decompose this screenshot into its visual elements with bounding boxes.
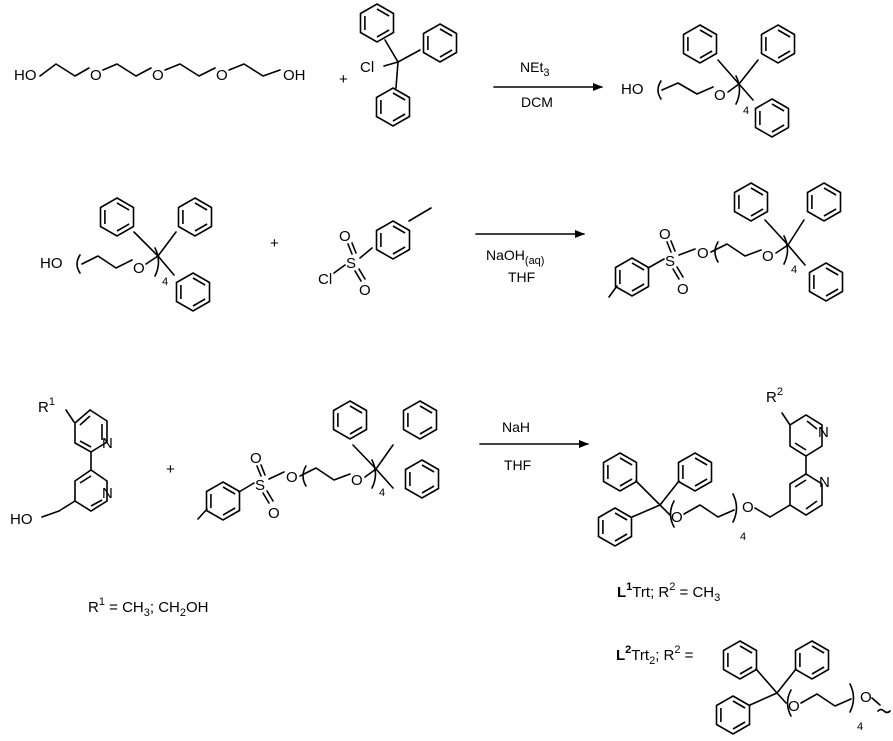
pyridine-n-top-label: N [818,424,829,441]
repeat-n-label: 4 [162,276,168,288]
arrow-3-solvent-label: THF [504,457,531,473]
reaction-arrow-1: NEt3 DCM [493,59,603,110]
pyridine-n-bottom-label: N [819,474,830,491]
arrow-2-reagent-label: NaOH(aq) [486,247,544,267]
oxo-o-top-label: O [339,228,351,245]
repeat-n-label: 4 [857,721,863,733]
cl-label: Cl [360,59,374,76]
ether-o-label: O [351,472,363,489]
cl-label: Cl [318,271,332,288]
oh-right-label: OH [283,67,306,84]
plus-sign-3: + [166,461,175,478]
oxo-o-bottom-label: O [359,282,371,299]
oxo-o-top-label: O [250,450,262,467]
arrow-3-reagent-label: NaH [502,419,530,435]
oxo-o-bottom-label: O [268,505,280,522]
oh-label: HO [621,81,644,98]
ether-o-right-label: O [742,499,754,516]
ether-o-1-label: O [90,67,102,84]
plus-sign-2: + [270,235,279,252]
ether-o-left-label: O [671,509,683,526]
oxo-o-top-label: O [659,226,671,243]
oh-label: HO [40,255,63,272]
pyridine-n-top-label: N [102,435,113,452]
reaction-arrow-2: NaOH(aq) THF [475,230,585,285]
l1-trt-label: L1Trt; R2 = CH3 [617,581,720,604]
oh-left-label: HO [14,67,37,84]
trityl-peg-bipyridine-product: O 4 O N N R2 [597,386,830,547]
repeat-n-label: 4 [791,264,797,276]
ether-o-3-label: O [216,67,228,84]
link-o-label: O [697,245,709,262]
r2-label: R2 [766,386,783,406]
ether-o-label: O [133,260,145,277]
reaction-arrow-3: NaH THF [479,419,589,473]
tosyl-chloride: Cl S O O [318,207,432,299]
pyridine-n-bottom-label: N [102,485,113,502]
ether-o-left-label: O [788,698,800,715]
ether-o-2-label: O [152,67,164,84]
trityl-chloride: Cl [359,3,458,127]
r1-definition: R1 = CH3; CH2OH [88,596,208,619]
arrow-1-solvent-label: DCM [521,94,553,110]
ether-o-label: O [714,87,726,104]
tosylated-trityl-peg-reactant: S O O O O 4 [197,400,440,522]
ether-o-right-label: O [860,689,872,706]
repeat-n-label: 4 [740,531,746,543]
s-label: S [255,477,265,494]
r1-label: R1 [38,396,55,416]
s-label: S [665,253,675,270]
tetraethylene-glycol: HO O O O OH [14,63,306,84]
monotrityl-peg-reactant: HO O 4 [40,197,213,312]
bipyridine-methanol: R1 N N HO [10,396,113,528]
arrow-2-solvent-label: THF [508,269,535,285]
arrow-1-reagent-label: NEt3 [520,59,549,79]
monotrityl-peg-product: HO O 4 [621,24,796,138]
s-label: S [346,255,356,272]
plus-sign-1: + [339,71,348,88]
l2-trt2-label: L2Trt2; R2 = [616,644,694,667]
attachment-wavy-bond [877,708,891,714]
ether-o-label: O [762,248,774,265]
link-o-label: O [286,469,298,486]
oxo-o-bottom-label: O [677,281,689,298]
l2-trityl-peg-substituent: O 4 O [715,640,891,735]
tosylated-trityl-peg-product: S O O O O 4 [608,182,844,302]
hydroxyl-label: HO [10,511,33,528]
repeat-n-label: 4 [379,487,385,499]
repeat-n-label: 4 [743,105,749,117]
